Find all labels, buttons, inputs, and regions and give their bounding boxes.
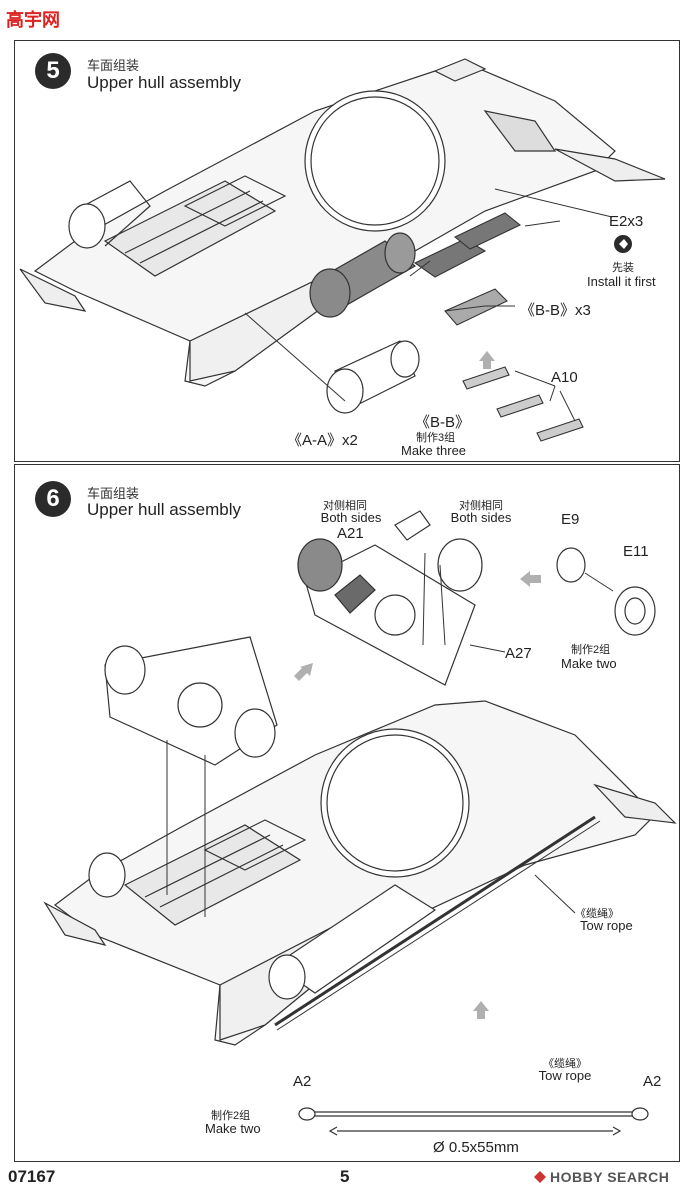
callout-tow-rope-cn: 《缆绳》 (575, 908, 619, 920)
step6-title-en: Upper hull assembly (87, 500, 242, 519)
callout-make-two-cn: 制作2组 (571, 644, 611, 656)
callout-e11: E11 (623, 543, 649, 560)
step5-hull-diagram (19, 58, 666, 442)
site-logo: 高宇网 (4, 4, 80, 34)
callout-e2x3: E2x3 (609, 213, 644, 230)
step6-panel: 6 车面组装 Upper hull assembly (14, 464, 680, 1162)
product-code: 07167 (8, 1167, 56, 1186)
callout-make-two2-cn: 制作2组 (211, 1110, 251, 1122)
callout-both-sides-cn-left: 对侧相同 (323, 500, 367, 512)
step5-panel: 5 车面组装 Upper hull assembly (14, 40, 680, 462)
callout-a21: A21 (337, 525, 364, 542)
callout-make-three-en: Make three (401, 443, 467, 458)
callout-aa-x2: 《A-A》x2 (287, 432, 358, 449)
diagonal-arrow-icon (294, 663, 313, 681)
page-number: 5 (340, 1167, 350, 1186)
left-arrow-icon (520, 571, 541, 587)
watermark-logo-icon (533, 1170, 547, 1189)
step5-number-badge: 5 (35, 53, 71, 89)
install-first-icon (614, 235, 632, 253)
callout-install-first-en: Install it first (587, 274, 656, 289)
callout-tow-rope-en: Tow rope (580, 918, 633, 933)
callout-bb: 《B-B》 (415, 414, 471, 431)
callout-both-sides-cn-right: 对侧相同 (459, 500, 503, 512)
site-logo-text: 高宇网 (6, 9, 60, 31)
step6-number-badge: 6 (35, 481, 71, 517)
callout-a2-right: A2 (643, 1073, 662, 1090)
callout-a10: A10 (551, 369, 578, 386)
step5-title-en: Upper hull assembly (87, 73, 242, 92)
watermark-text: HOBBY SEARCH (550, 1169, 670, 1185)
callout-tow-rope2-en: Tow rope (538, 1068, 592, 1083)
callout-tow-rope2-cn: 《缆绳》 (543, 1058, 587, 1070)
callout-both-sides-en-right: Both sides (450, 510, 512, 525)
step6-title-cn: 车面组装 (87, 486, 140, 501)
up-arrow-icon (479, 351, 495, 369)
callout-bb-x3: 《B-B》x3 (520, 302, 591, 319)
callout-a27: A27 (505, 645, 532, 662)
callout-make-three-cn: 制作3组 (416, 432, 456, 444)
step6-hull-diagram (43, 510, 677, 1136)
callout-make-two-en: Make two (561, 656, 617, 671)
callout-both-sides-en-left: Both sides (320, 510, 382, 525)
step5-title-cn: 车面组装 (87, 58, 140, 73)
up-arrow-icon (473, 1001, 489, 1019)
callout-make-two2-en: Make two (205, 1121, 261, 1136)
dimension-label: Ø 0.5x55mm (433, 1139, 519, 1156)
callout-install-first-cn: 先装 (612, 262, 634, 274)
callout-a2-left: A2 (293, 1073, 312, 1090)
callout-e9: E9 (561, 511, 580, 528)
